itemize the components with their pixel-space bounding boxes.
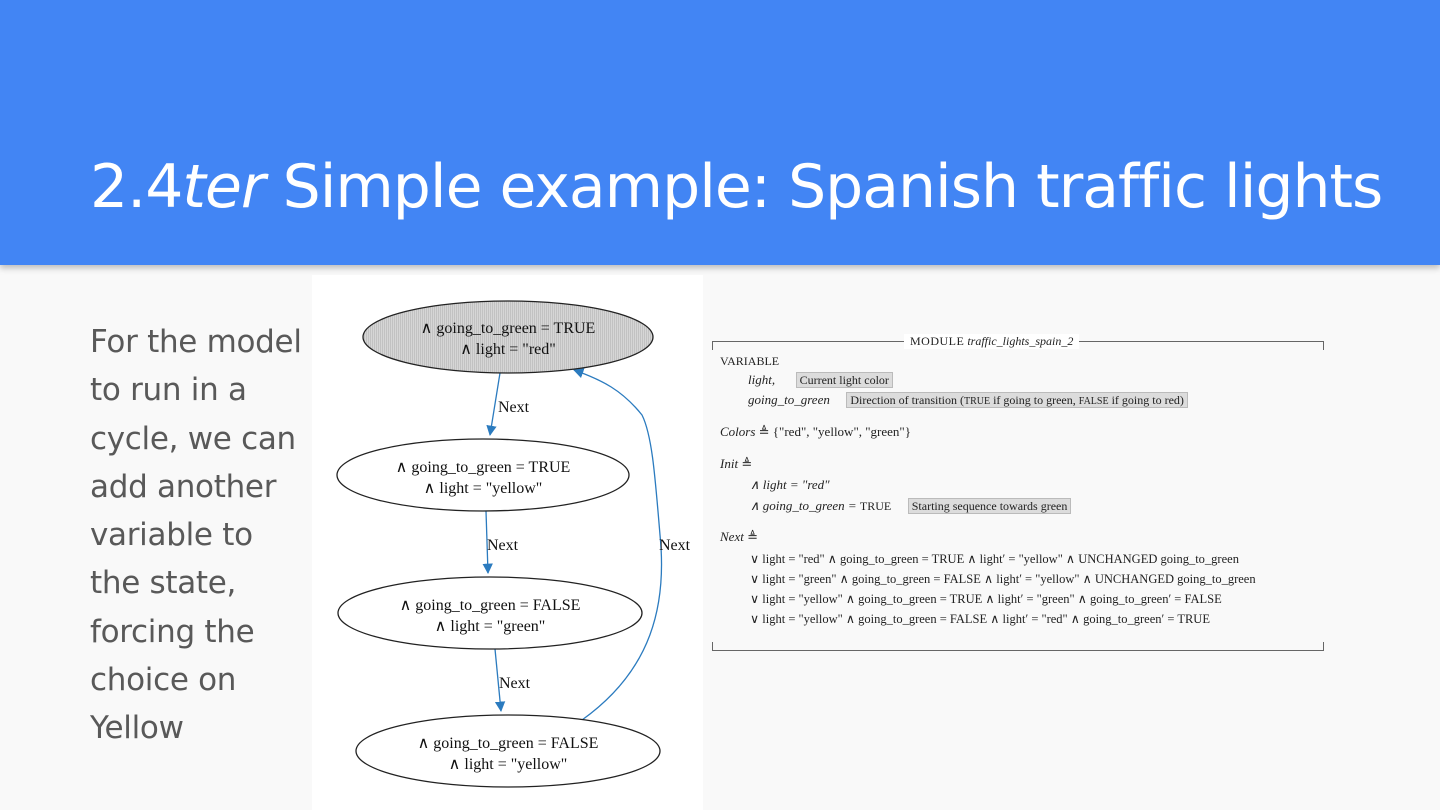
tla-module-frame-bottom <box>712 642 1324 651</box>
tla-init-line-1: ∧ light = "red" <box>750 477 830 493</box>
tla-colors-value: ≜ {"red", "yellow", "green"} <box>758 424 911 439</box>
tla-variable-kw-text: VARIABLE <box>720 354 780 368</box>
tla-var-going-comment-a: Direction of transition ( <box>850 393 964 407</box>
state-graph: Next Next Next Next ∧ going_to_green = T… <box>336 300 691 788</box>
slide-body-text: For the model to run in a cycle, we can … <box>90 324 302 747</box>
tla-init-def: Init ≜ <box>720 456 752 472</box>
tla-var-going-comment-true: TRUE <box>963 396 991 407</box>
tla-var-going-comment-false: FALSE <box>1078 396 1109 407</box>
state-node-1: ∧ going_to_green = TRUE ∧ light = "red" <box>362 300 654 374</box>
state-node-3: ∧ going_to_green = FALSE ∧ light = "gree… <box>337 576 643 650</box>
tla-var-going-comment: Direction of transition (TRUE if going t… <box>846 392 1188 408</box>
tla-module-name: traffic_lights_spain_2 <box>967 334 1074 348</box>
tla-next-line-1: ∨ light = "red" ∧ going_to_green = TRUE … <box>750 552 1239 566</box>
state-3-line-1: ∧ going_to_green = FALSE <box>400 597 581 614</box>
tla-var-going: going_to_green Direction of transition (… <box>748 392 1188 408</box>
tla-init-line-1-text: ∧ light = "red" <box>750 477 830 492</box>
state-4-line-2: ∧ light = "yellow" <box>449 756 568 773</box>
title-bar: 2.4ter Simple example: Spanish traffic l… <box>0 0 1440 265</box>
tla-var-light-name: light, <box>748 372 776 387</box>
slide-title: 2.4ter Simple example: Spanish traffic l… <box>90 152 1384 222</box>
tla-next-def: Next ≜ <box>720 529 758 545</box>
state-node-4: ∧ going_to_green = FALSE ∧ light = "yell… <box>355 714 661 788</box>
tla-module-listing: MODULE traffic_lights_spain_2 VARIABLE l… <box>712 334 1440 656</box>
state-3-line-2: ∧ light = "green" <box>435 618 546 635</box>
tla-colors-name: Colors <box>720 424 756 439</box>
tla-next-defsym: ≜ <box>747 529 758 544</box>
state-2-line-1: ∧ going_to_green = TRUE <box>396 459 571 476</box>
title-italic: ter <box>182 152 265 222</box>
tla-var-going-comment-c: if going to red) <box>1108 393 1184 407</box>
state-2-line-2: ∧ light = "yellow" <box>424 480 543 497</box>
tla-var-light: light, Current light color <box>748 372 893 388</box>
edge-3-4 <box>494 648 506 713</box>
tla-init-line-2-true: TRUE <box>859 499 892 513</box>
tla-init-line-2: ∧ going_to_green = TRUE Starting sequenc… <box>750 498 1072 514</box>
edge-2-3 <box>482 510 493 575</box>
tla-module-header: MODULE traffic_lights_spain_2 <box>904 334 1080 349</box>
state-node-2: ∧ going_to_green = TRUE ∧ light = "yello… <box>336 438 630 512</box>
state-4-line-1: ∧ going_to_green = FALSE <box>418 735 599 752</box>
tla-var-going-comment-b: if going to green, <box>990 393 1079 407</box>
state-1-line-1: ∧ going_to_green = TRUE <box>421 320 596 337</box>
tla-module-keyword: MODULE <box>910 334 965 348</box>
edge-label-next-1: Next <box>498 399 530 416</box>
tla-next-name: Next <box>720 529 744 544</box>
tla-variable-keyword: VARIABLE <box>720 353 779 369</box>
tla-init-comment: Starting sequence towards green <box>907 498 1072 514</box>
tla-init-defsym: ≜ <box>741 456 753 471</box>
tla-init-name: Init <box>720 456 739 471</box>
title-text: Simple example: Spanish traffic lights <box>264 152 1384 222</box>
tla-next-line-4: ∨ light = "yellow" ∧ going_to_green = FA… <box>750 612 1210 626</box>
tla-colors-def: Colors ≜ {"red", "yellow", "green"} <box>720 424 911 440</box>
edge-label-next-3: Next <box>499 675 531 692</box>
edge-4-1 <box>573 368 663 721</box>
title-number: 2.4 <box>90 152 183 222</box>
tla-var-going-name: going_to_green <box>748 392 830 407</box>
state-graph-panel: Next Next Next Next ∧ going_to_green = T… <box>312 275 703 810</box>
state-1-line-2: ∧ light = "red" <box>460 341 556 358</box>
edge-1-2 <box>486 372 501 437</box>
tla-init-line-2-text: ∧ going_to_green = <box>750 498 860 513</box>
tla-var-light-comment: Current light color <box>795 372 893 388</box>
edge-label-next-4: Next <box>659 537 691 554</box>
tla-next-line-3: ∨ light = "yellow" ∧ going_to_green = TR… <box>750 592 1222 606</box>
edge-label-next-2: Next <box>487 537 519 554</box>
tla-next-line-2: ∨ light = "green" ∧ going_to_green = FAL… <box>750 572 1256 586</box>
